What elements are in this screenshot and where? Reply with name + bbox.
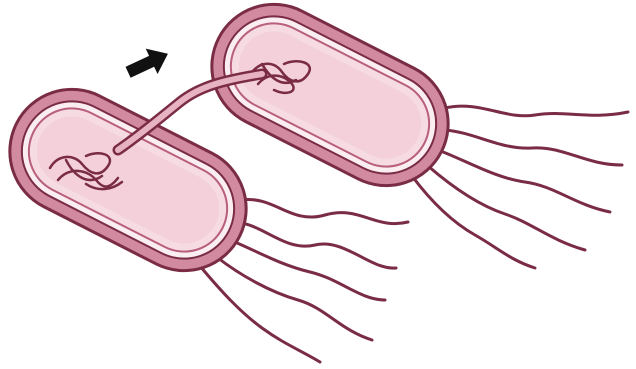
direction-arrow (122, 41, 174, 85)
